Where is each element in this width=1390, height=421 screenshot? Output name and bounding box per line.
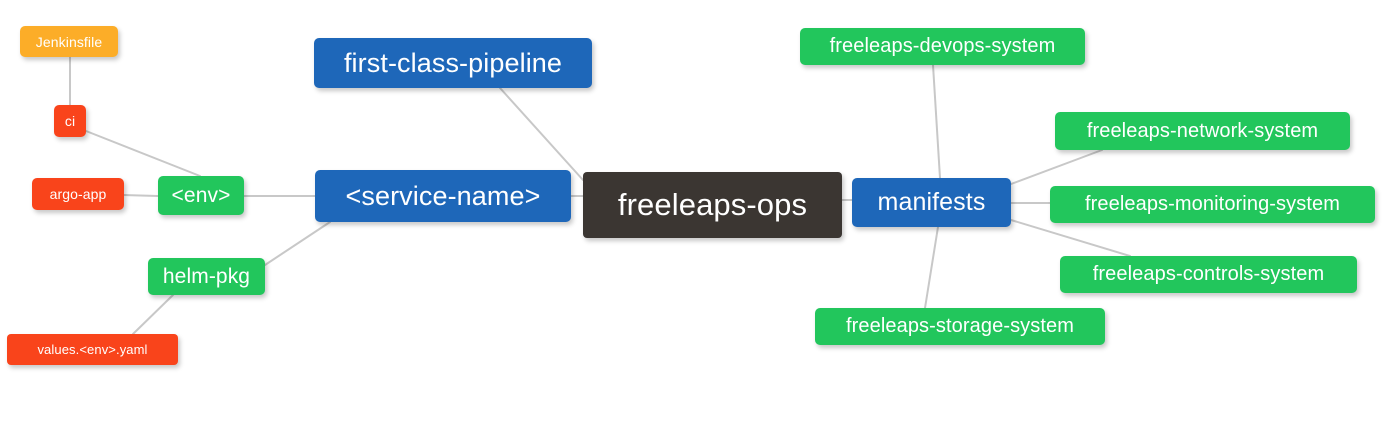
node-label-env: <env>: [171, 183, 231, 207]
node-label-values-yaml: values.<env>.yaml: [37, 342, 148, 357]
node-label-manifests: manifests: [877, 188, 986, 216]
node-env[interactable]: <env>: [158, 176, 244, 215]
node-label-freeleaps-ops: freeleaps-ops: [617, 187, 808, 222]
node-label-network-system: freeleaps-network-system: [1086, 119, 1319, 142]
node-freeleaps-ops[interactable]: freeleaps-ops: [583, 172, 842, 238]
node-argo-app[interactable]: argo-app: [32, 178, 124, 210]
node-label-storage-system: freeleaps-storage-system: [845, 315, 1075, 337]
edge-first-class-pipeline-to-freeleaps-ops: [499, 87, 584, 181]
edge-helm-pkg-to-values-yaml: [132, 294, 174, 335]
edge-argo-app-to-env: [123, 194, 159, 197]
node-label-controls-system: freeleaps-controls-system: [1092, 263, 1325, 285]
node-label-devops-system: freeleaps-devops-system: [829, 35, 1056, 57]
node-label-helm-pkg: helm-pkg: [162, 264, 251, 288]
node-manifests[interactable]: manifests: [852, 178, 1011, 227]
node-values-yaml[interactable]: values.<env>.yaml: [7, 334, 178, 365]
node-monitoring-system[interactable]: freeleaps-monitoring-system: [1050, 186, 1375, 223]
node-jenkinsfile[interactable]: Jenkinsfile: [20, 26, 118, 57]
node-devops-system[interactable]: freeleaps-devops-system: [800, 28, 1085, 65]
node-network-system[interactable]: freeleaps-network-system: [1055, 112, 1350, 150]
edge-manifests-to-network-system: [1010, 149, 1103, 185]
node-label-ci: ci: [64, 113, 76, 129]
edge-manifests-to-devops-system: [932, 64, 941, 179]
edge-ci-to-env: [85, 130, 201, 177]
node-label-argo-app: argo-app: [49, 186, 107, 202]
node-label-service-name: <service-name>: [345, 180, 541, 211]
node-service-name[interactable]: <service-name>: [315, 170, 571, 222]
node-ci[interactable]: ci: [54, 105, 86, 137]
node-first-class-pipeline[interactable]: first-class-pipeline: [314, 38, 592, 88]
edge-service-name-to-helm-pkg: [264, 221, 331, 266]
node-label-first-class-pipeline: first-class-pipeline: [343, 47, 563, 78]
node-controls-system[interactable]: freeleaps-controls-system: [1060, 256, 1357, 293]
node-helm-pkg[interactable]: helm-pkg: [148, 258, 265, 295]
node-storage-system[interactable]: freeleaps-storage-system: [815, 308, 1105, 345]
edge-manifests-to-controls-system: [1010, 219, 1131, 257]
edge-manifests-to-storage-system: [924, 226, 939, 309]
node-label-jenkinsfile: Jenkinsfile: [35, 33, 103, 50]
node-label-monitoring-system: freeleaps-monitoring-system: [1084, 193, 1340, 215]
